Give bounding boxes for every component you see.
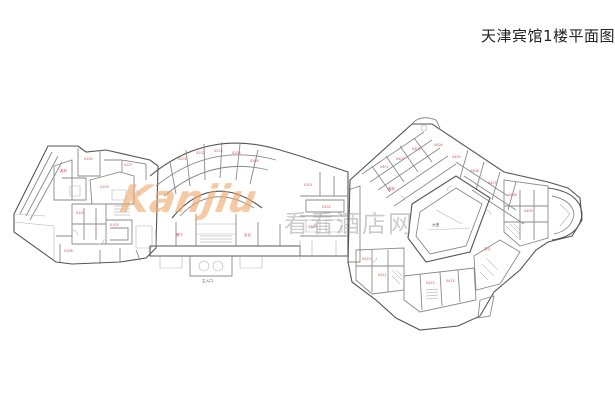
svg-text:0410: 0410	[362, 257, 371, 261]
svg-text:0411: 0411	[378, 273, 387, 277]
svg-text:0407: 0407	[488, 181, 497, 185]
svg-text:0405: 0405	[452, 155, 461, 159]
svg-text:0105: 0105	[110, 223, 119, 227]
svg-text:0406: 0406	[470, 169, 479, 173]
svg-text:0102: 0102	[84, 157, 93, 161]
svg-text:餐厅: 餐厅	[176, 232, 183, 237]
watermark-latin: Kanjiu	[117, 177, 260, 222]
svg-text:0203: 0203	[214, 149, 223, 153]
svg-text:0303: 0303	[308, 225, 317, 229]
svg-text:0106: 0106	[64, 249, 73, 253]
watermark: Kanjiu 看看酒店网	[117, 177, 414, 238]
svg-text:0412: 0412	[426, 281, 435, 285]
right-wing: 0401 0402 0403 0404 0405 0406 0407 0408 …	[347, 117, 583, 331]
svg-text:大堂: 大堂	[432, 222, 440, 227]
svg-text:0404: 0404	[434, 143, 443, 147]
svg-text:0402: 0402	[396, 157, 405, 161]
plan-title: 天津宾馆1楼平面图	[481, 27, 615, 45]
floor-plan-drawing: 客房 0102 0103 0104 0105 0106 0107	[13, 117, 583, 331]
connector-block: 0301 0302 0303	[299, 155, 361, 263]
svg-text:客房: 客房	[60, 168, 67, 173]
svg-text:0205: 0205	[250, 159, 259, 163]
svg-text:0301: 0301	[304, 183, 313, 187]
svg-text:主入口: 主入口	[202, 278, 213, 283]
floor-plan-page: 客房 0102 0103 0104 0105 0106 0107	[13, 27, 615, 331]
watermark-chinese: 看看酒店网	[284, 210, 414, 238]
left-wing: 客房 0102 0103 0104 0105 0106 0107	[13, 145, 159, 265]
svg-text:0409: 0409	[524, 209, 533, 213]
svg-text:0401: 0401	[380, 165, 389, 169]
svg-text:0204: 0204	[232, 151, 241, 155]
svg-text:0201: 0201	[178, 157, 187, 161]
svg-text:0302: 0302	[322, 205, 331, 209]
svg-text:0413: 0413	[446, 279, 455, 283]
svg-text:0408: 0408	[508, 193, 517, 197]
svg-text:办公: 办公	[484, 246, 491, 251]
svg-text:0103: 0103	[100, 185, 109, 189]
svg-text:会议: 会议	[244, 232, 251, 237]
svg-text:客房: 客房	[388, 186, 395, 191]
svg-text:0403: 0403	[412, 147, 421, 151]
svg-text:0202: 0202	[196, 151, 205, 155]
svg-text:0104: 0104	[76, 211, 85, 215]
svg-text:0107: 0107	[124, 163, 133, 167]
